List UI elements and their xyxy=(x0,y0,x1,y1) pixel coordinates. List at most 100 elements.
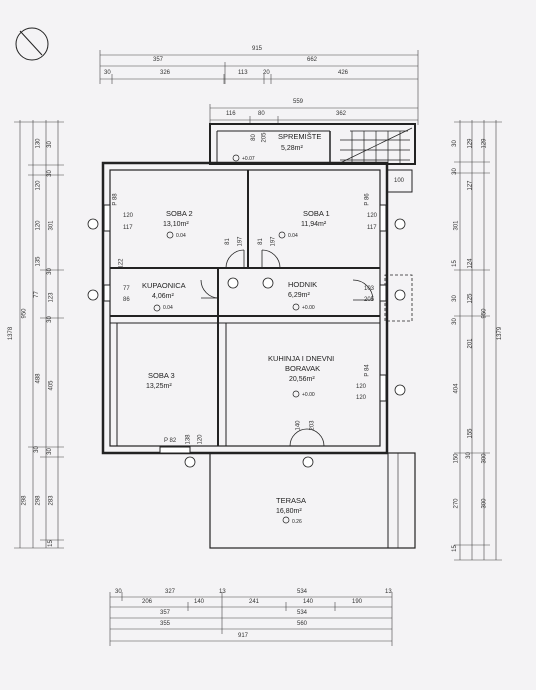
kupaonica-area: 4,06m² xyxy=(152,293,174,300)
right-dim-201: 201 xyxy=(467,338,474,349)
soba2-p: P 88 xyxy=(112,193,119,206)
right-dim-404: 404 xyxy=(453,383,460,394)
right-dim-950: 950 xyxy=(481,308,488,319)
soba1-name: SOBA 1 xyxy=(303,209,330,218)
kuhinja-area: 20,56m² xyxy=(289,376,315,383)
soba2-w1: 120 xyxy=(123,213,134,219)
door-swings xyxy=(200,249,374,447)
soba1-w2: 117 xyxy=(367,225,377,231)
left-dim-77: 77 xyxy=(33,291,40,298)
bottom-dim-534-b: 534 xyxy=(297,610,308,616)
light-fixtures xyxy=(87,218,406,468)
left-dimension-lines xyxy=(14,120,64,549)
left-dim-1378: 1378 xyxy=(8,326,15,341)
top-dim-662: 662 xyxy=(307,57,318,63)
level-marker-icons xyxy=(153,154,300,524)
bottom-dim-140-a: 140 xyxy=(194,599,205,605)
dim-205: 205 xyxy=(261,132,268,143)
terasa-area: 16,80m² xyxy=(276,508,302,515)
left-dim-298-b: 298 xyxy=(35,495,42,506)
kuhinja-p: P 84 xyxy=(364,364,371,377)
soba1-level: 0.04 xyxy=(288,233,298,239)
right-dim-30-d: 30 xyxy=(451,318,458,325)
north-arrow-icon xyxy=(15,27,49,61)
left-dim-135: 135 xyxy=(35,256,42,267)
kuhinja-level: +0.00 xyxy=(302,392,315,398)
kuhinja-d1: 140 xyxy=(295,420,302,431)
top-dim-113: 113 xyxy=(238,70,248,76)
right-dim-150: 150 xyxy=(453,453,460,464)
kuhinja-d2: 203 xyxy=(309,420,316,431)
top-dim-915: 915 xyxy=(252,46,263,52)
right-dim-300-a: 300 xyxy=(481,498,488,509)
right-dim-300-b: 300 xyxy=(481,453,488,464)
dim-197-b: 197 xyxy=(270,236,277,247)
dim-80: 80 xyxy=(250,134,257,141)
spremiste-area: 5,28m² xyxy=(281,145,303,152)
left-dim-950: 950 xyxy=(21,308,28,319)
left-dim-301: 301 xyxy=(48,220,55,231)
soba3-area: 13,25m² xyxy=(146,383,172,390)
hodnik-area: 6,29m² xyxy=(288,292,310,299)
windows xyxy=(103,204,387,454)
left-dim-405: 405 xyxy=(48,380,55,391)
hodnik-w2: 205 xyxy=(364,297,375,303)
left-dim-123: 123 xyxy=(48,292,55,303)
bottom-dim-534-a: 534 xyxy=(297,589,308,595)
hodnik-level: +0.00 xyxy=(302,305,315,311)
left-dim-30-a: 30 xyxy=(33,446,40,453)
left-dim-120-a: 120 xyxy=(35,180,42,191)
terasa-level: 0.26 xyxy=(292,519,302,525)
bottom-dim-13-a: 13 xyxy=(219,589,226,595)
right-dim-129-b: 129 xyxy=(467,138,474,149)
kuhinja-w2: 120 xyxy=(356,395,367,401)
left-dim-298-a: 298 xyxy=(21,495,28,506)
top-dim-362: 362 xyxy=(336,111,347,117)
right-dim-30-b: 30 xyxy=(451,168,458,175)
bottom-dim-190: 190 xyxy=(352,599,363,605)
left-dim-30-c: 30 xyxy=(46,170,53,177)
left-dim-30-b: 30 xyxy=(46,141,53,148)
left-dim-120-b: 120 xyxy=(35,220,42,231)
building-walls xyxy=(101,123,416,549)
terasa-name: TERASA xyxy=(276,496,307,505)
right-dim-155: 155 xyxy=(467,428,474,439)
bottom-dim-917: 917 xyxy=(238,633,249,639)
dim-100: 100 xyxy=(394,178,405,184)
right-dim-1379: 1379 xyxy=(497,326,504,341)
top-dim-80: 80 xyxy=(258,111,265,117)
soba1-area: 11,94m² xyxy=(301,221,327,228)
kuhinja-name-line1: KUHINJA I DNEVNI xyxy=(268,354,335,363)
bottom-dim-30: 30 xyxy=(115,589,122,595)
soba2-level: 0.04 xyxy=(176,233,186,239)
right-dimension-lines xyxy=(454,120,502,561)
soba2-w2: 117 xyxy=(123,225,133,231)
kuhinja-w1: 120 xyxy=(356,384,367,390)
bottom-dim-241: 241 xyxy=(249,599,260,605)
top-dim-426: 426 xyxy=(338,70,349,76)
kuhinja-name-line2: BORAVAK xyxy=(285,364,321,373)
bottom-dim-355: 355 xyxy=(160,621,171,627)
bottom-dim-327: 327 xyxy=(165,589,176,595)
right-dim-15: 15 xyxy=(451,545,458,552)
bottom-dim-206: 206 xyxy=(142,599,153,605)
dim-122: 122 xyxy=(118,258,125,269)
left-dim-30-d: 30 xyxy=(46,268,53,275)
left-dim-30-f: 30 xyxy=(46,448,53,455)
right-dim-30-e: 30 xyxy=(465,452,472,459)
top-dimension-lines xyxy=(99,50,419,125)
top-dim-559: 559 xyxy=(293,99,304,105)
hodnik-w1: 103 xyxy=(364,286,375,292)
right-dim-125: 125 xyxy=(467,293,474,304)
right-dim-270: 270 xyxy=(453,498,460,509)
kupaonica-w2: 86 xyxy=(123,297,130,303)
soba1-w1: 120 xyxy=(367,213,378,219)
right-dim-127: 127 xyxy=(467,180,474,191)
left-dim-130: 130 xyxy=(35,138,42,149)
dim-81-b: 81 xyxy=(257,238,264,245)
bottom-dim-140-b: 140 xyxy=(303,599,314,605)
soba3-w1: 138 xyxy=(185,434,192,445)
right-dim-15-b: 15 xyxy=(451,260,458,267)
top-dim-20: 20 xyxy=(263,70,270,76)
